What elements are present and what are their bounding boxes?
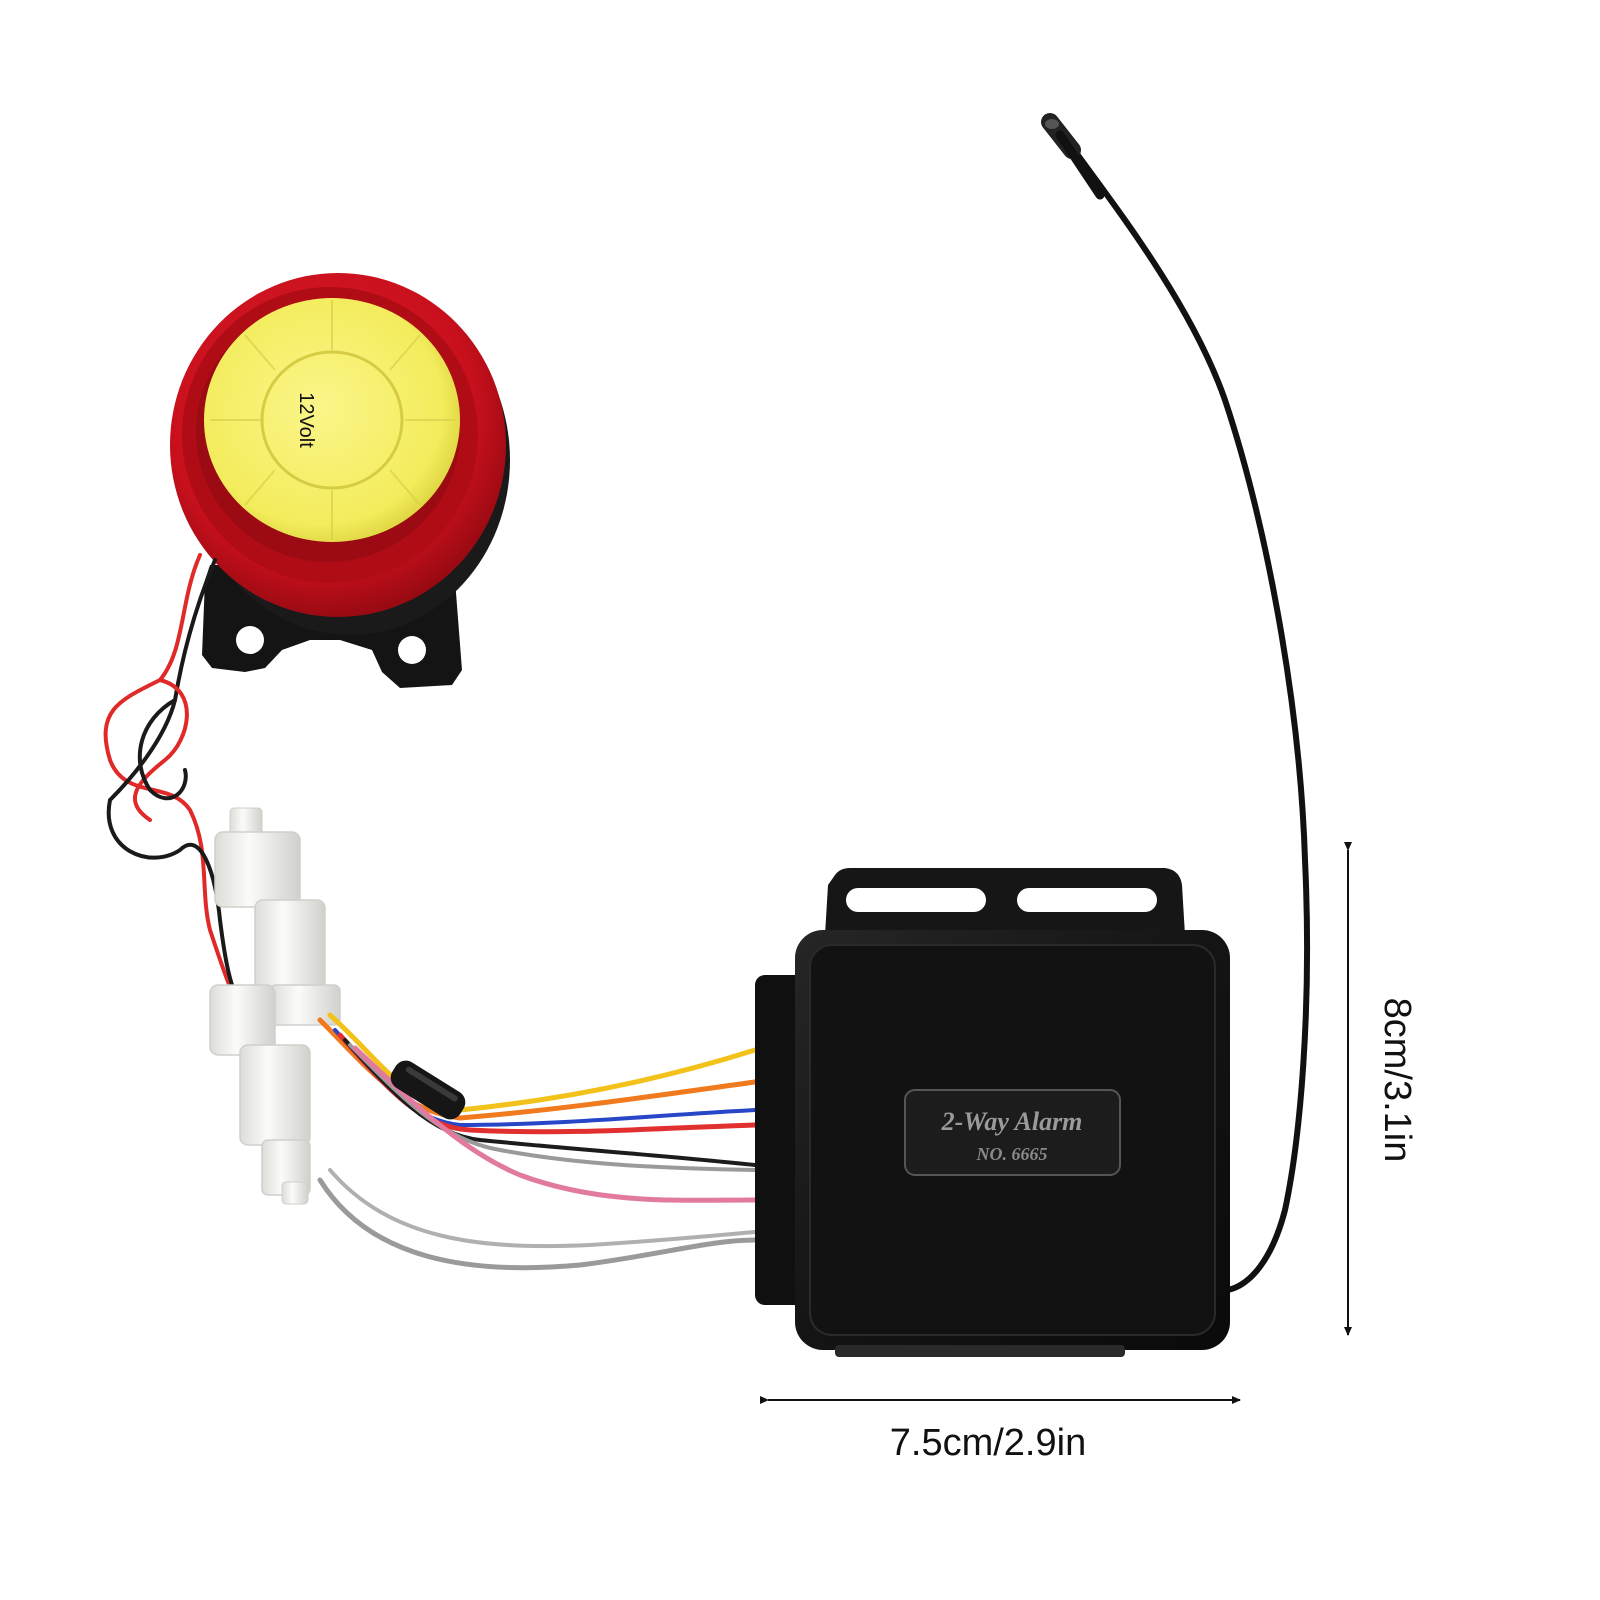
mount-slot-right [1017, 888, 1157, 912]
width-dimension: 7.5cm/2.9in [760, 1396, 1241, 1464]
width-label: 7.5cm/2.9in [890, 1422, 1086, 1464]
wire-sleeve [390, 1060, 466, 1120]
mount-slot-left [846, 888, 986, 912]
module-mounting-tab [825, 868, 1185, 935]
siren-marking: 12Volt [295, 392, 317, 448]
alarm-module: 2-Way Alarm NO. 6665 [755, 868, 1230, 1357]
siren-cap: 12Volt [204, 298, 460, 542]
module-title: 2-Way Alarm [941, 1107, 1083, 1136]
harness-wires [317, 1012, 758, 1271]
height-label: 8cm/3.1in [1376, 998, 1418, 1163]
height-dimension: 8cm/3.1in [1344, 842, 1418, 1336]
antenna-wire [1041, 113, 1311, 1293]
connector-upper [214, 807, 341, 1026]
module-label-plate: 2-Way Alarm NO. 6665 [904, 1089, 1121, 1176]
siren-wires [103, 553, 247, 1017]
bracket-hole-right [398, 636, 426, 664]
siren: 12Volt [170, 273, 510, 688]
connector-lower [209, 984, 311, 1205]
bracket-hole-left [236, 626, 264, 654]
module-model-number: NO. 6665 [976, 1144, 1048, 1164]
